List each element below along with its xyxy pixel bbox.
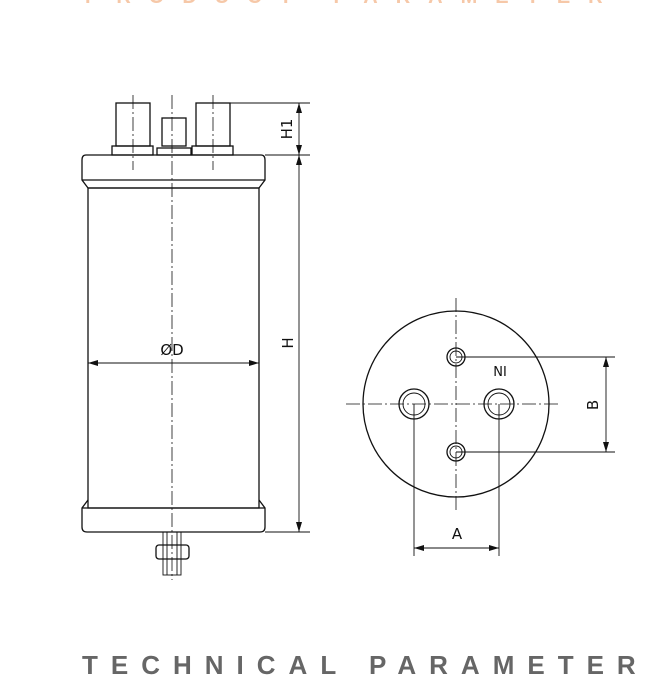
- terminal-left: [111, 102, 154, 156]
- mounting-stud: [155, 531, 190, 576]
- bottom-cap: [81, 499, 266, 533]
- side-view: H1 H ØD: [81, 95, 310, 580]
- terminal-middle: [156, 117, 192, 156]
- top-view: B A NI: [346, 298, 615, 556]
- top-cap: [81, 154, 266, 189]
- h1-label: H1: [278, 119, 296, 140]
- capacitor-drawing: H1 H ØD B A NI: [81, 95, 615, 580]
- header-banner: PRODUCT PARAMETER: [85, 0, 621, 9]
- diameter-label: ØD: [160, 341, 183, 359]
- b-label: B: [584, 400, 602, 410]
- terminal-right: [191, 102, 234, 156]
- terminal-mark-label: NI: [493, 365, 507, 380]
- h-label: H: [279, 337, 297, 348]
- a-label: A: [452, 525, 463, 543]
